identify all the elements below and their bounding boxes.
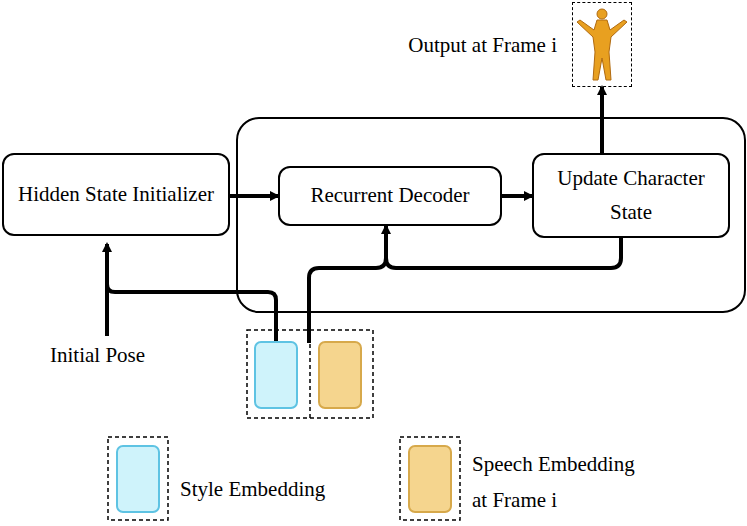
speech-embedding-block [319, 342, 361, 408]
process-box: Hidden State Initializer [2, 153, 230, 236]
legend-frame [108, 437, 168, 520]
legend-frame [400, 437, 460, 520]
output-frame: Output at Frame i [572, 2, 632, 87]
style-embedding-block [255, 342, 297, 408]
legend-text: Speech Embedding at Frame i [472, 446, 652, 518]
style-wire [107, 284, 276, 343]
legend-swatch [409, 446, 451, 512]
process-box: Recurrent Decoder [278, 166, 502, 226]
flow-arrow [600, 87, 604, 153]
flow-arrow [502, 194, 532, 198]
legend-swatch [117, 446, 159, 512]
embedding-divider [309, 330, 311, 418]
flow-arrow [230, 194, 278, 198]
embedding-group [247, 330, 373, 418]
box-label: Update Character State [534, 162, 728, 229]
legend-text: Style Embedding [180, 471, 380, 507]
character-figure [577, 9, 627, 80]
input-label: Initial Pose [50, 343, 145, 368]
output-heading: Output at Frame i [408, 33, 557, 58]
box-label: Recurrent Decoder [300, 179, 479, 213]
box-label: Hidden State Initializer [8, 178, 224, 212]
process-box: Update Character State [532, 153, 730, 238]
decoder-loop-frame [237, 118, 745, 312]
